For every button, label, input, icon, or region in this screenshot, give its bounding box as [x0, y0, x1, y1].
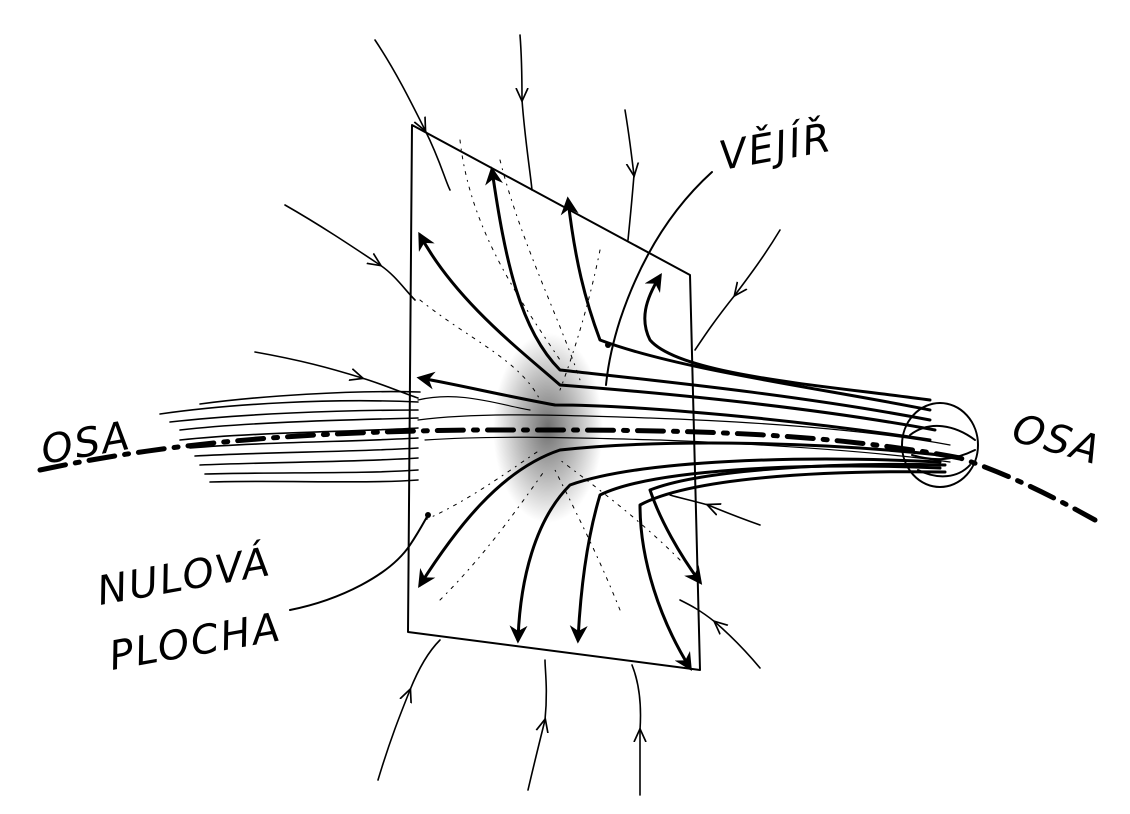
null-surface-leader-dot	[425, 512, 431, 518]
fan-leader-line	[605, 171, 713, 386]
null-surface-label-line1: NULOVÁ	[93, 537, 274, 615]
fan-label: VĚJÍŘ	[715, 113, 836, 180]
axis-label-right: OSA	[1007, 405, 1106, 474]
spine-thin-lines	[417, 396, 951, 463]
null-surface-leader-line	[289, 514, 429, 611]
right-flux-sphere	[901, 402, 979, 488]
null-surface-plate	[407, 124, 701, 671]
axis-line	[37, 427, 1098, 523]
incoming-field-lines-bottom	[377, 639, 641, 796]
fan-field-lines	[416, 166, 947, 672]
plate-dashed-field-lines	[419, 139, 681, 611]
null-surface-label-line2: PLOCHA	[106, 604, 285, 680]
fan-leader-dot	[605, 342, 611, 348]
incoming-field-lines-top	[374, 34, 781, 351]
null-point-stippling	[493, 333, 603, 523]
incoming-field-lines-left	[254, 204, 419, 399]
incoming-field-lines-right	[669, 494, 761, 669]
axis-label-left: OSA	[38, 413, 135, 474]
left-twisted-flux-tube	[159, 390, 421, 483]
